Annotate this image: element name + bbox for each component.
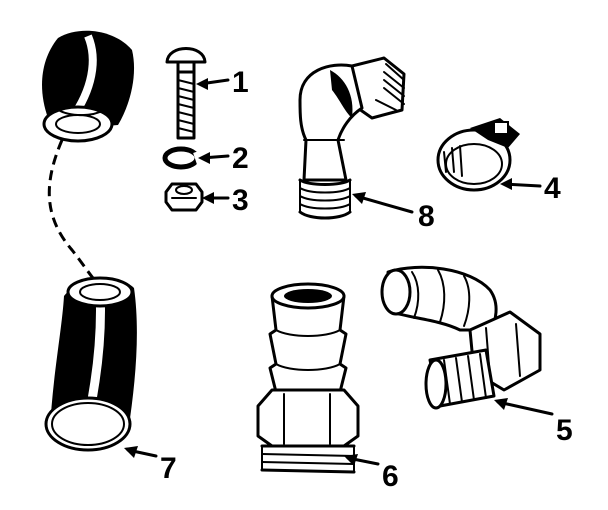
callout-3: 3 — [202, 184, 249, 217]
callout-2: 2 — [198, 142, 249, 175]
callout-number-5: 5 — [556, 414, 573, 447]
hose-lower-section — [44, 276, 137, 452]
callout-7: 7 — [124, 446, 177, 485]
straight-hose-barb-fitting — [256, 282, 360, 474]
hex-nut — [164, 182, 204, 212]
hose-connection-dashed-line — [47, 139, 98, 283]
split-lock-washer — [162, 146, 203, 170]
callout-number-4: 4 — [544, 172, 561, 205]
callout-1: 1 — [196, 66, 249, 99]
carriage-bolt — [165, 47, 207, 140]
callout-number-1: 1 — [232, 66, 249, 99]
callout-number-7: 7 — [160, 452, 177, 485]
callout-5: 5 — [494, 398, 573, 447]
callout-8: 8 — [352, 192, 435, 233]
hose-clamp — [436, 118, 520, 192]
callout-number-3: 3 — [232, 184, 249, 217]
callout-number-8: 8 — [418, 200, 435, 233]
callout-4: 4 — [500, 172, 561, 205]
callout-6: 6 — [344, 454, 399, 493]
callout-number-6: 6 — [382, 460, 399, 493]
callout-number-2: 2 — [232, 142, 249, 175]
elbow-fitting — [298, 56, 406, 220]
elbow-hose-barb-fitting — [380, 265, 542, 410]
hose-upper-section — [42, 30, 135, 143]
